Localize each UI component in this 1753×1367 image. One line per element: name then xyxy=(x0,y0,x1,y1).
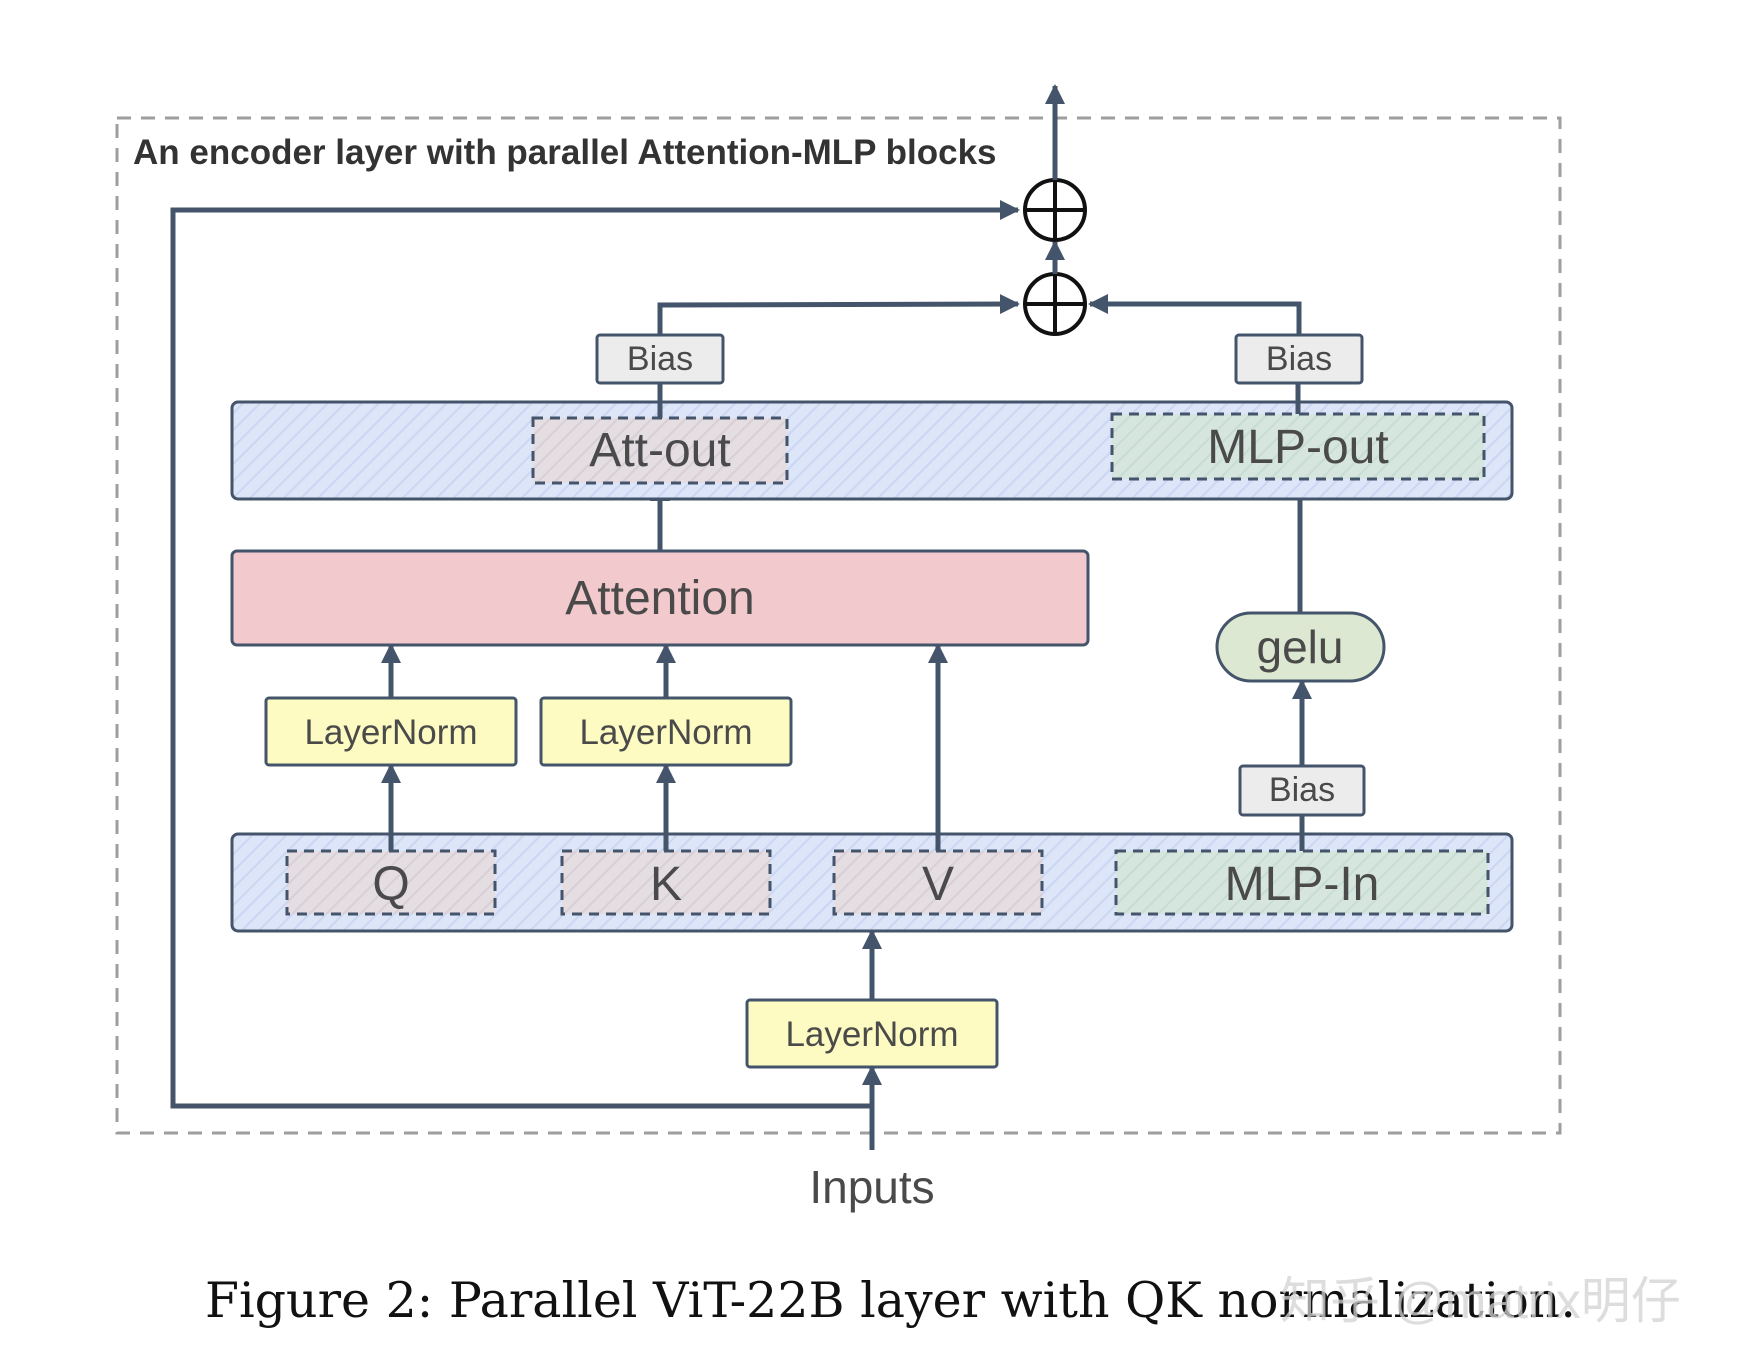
layernorm-input-label: LayerNorm xyxy=(785,1015,958,1054)
gelu-label: gelu xyxy=(1257,621,1344,673)
bias-mlp-in-label: Bias xyxy=(1269,771,1335,809)
residual-sum-icon xyxy=(1023,178,1087,242)
attention-label: Attention xyxy=(565,572,754,625)
att-branch-to-adder xyxy=(657,294,1020,335)
bias-mlp-out-label: Bias xyxy=(1266,340,1332,378)
att-out-label: Att-out xyxy=(589,424,730,477)
q-label: Q xyxy=(372,858,409,911)
v-projection xyxy=(832,849,1044,916)
v-label: V xyxy=(922,858,954,911)
k-label: K xyxy=(650,858,682,911)
figure-caption: Figure 2: Parallel ViT-22B layer with QK… xyxy=(205,1272,1576,1329)
mlp-branch-to-adder xyxy=(1088,294,1302,335)
bias-att-out-label: Bias xyxy=(627,340,693,378)
mlp-out-projection xyxy=(1110,412,1486,481)
watermark: 知乎 @matrix明仔 xyxy=(1280,1273,1681,1329)
mlp-in-label: MLP-In xyxy=(1225,858,1380,911)
inputs-label: Inputs xyxy=(809,1161,934,1213)
encoder-layer-frame xyxy=(115,116,1562,1135)
branch-sum-icon xyxy=(1023,272,1087,336)
layernorm-k-label: LayerNorm xyxy=(579,713,752,752)
encoder-layer-title: An encoder layer with parallel Attention… xyxy=(133,133,997,172)
layernorm-q-label: LayerNorm xyxy=(304,713,477,752)
mlp-out-label: MLP-out xyxy=(1207,421,1388,474)
residual-connection xyxy=(170,200,1020,1109)
mlp-in-projection xyxy=(1114,849,1490,916)
